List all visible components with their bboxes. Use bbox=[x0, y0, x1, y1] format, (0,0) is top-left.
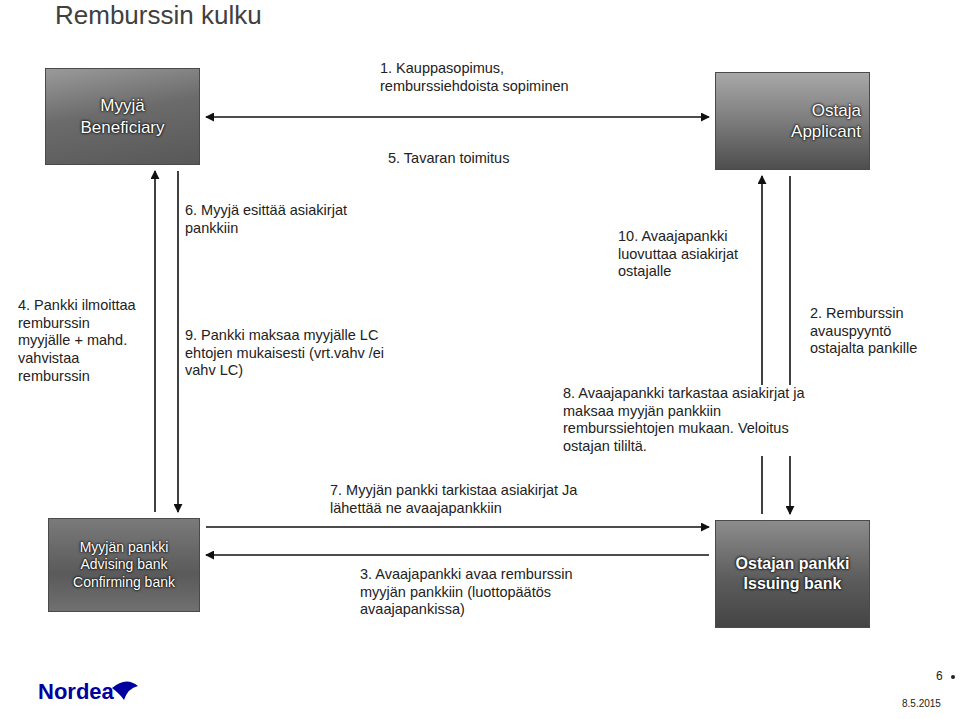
node-label: Beneficiary bbox=[54, 117, 191, 138]
page-number: 6 bbox=[936, 669, 950, 684]
step-label: 1. Kauppasopimus, remburssiehdoista sopi… bbox=[380, 60, 610, 95]
step-label: 9. Pankki maksaa myyjälle LC ehtojen muk… bbox=[185, 327, 400, 380]
step-label: 5. Tavaran toimitus bbox=[388, 150, 588, 168]
step-label: 4. Pankki ilmoittaa remburssin myyjälle … bbox=[18, 297, 140, 385]
node-label: Ostajan pankki bbox=[724, 554, 861, 574]
photo-box: Ostajan pankkiIssuing bank bbox=[715, 520, 870, 628]
node-label: Applicant bbox=[724, 121, 861, 142]
step-label: 3. Avaajapankki avaa remburssin myyjän p… bbox=[360, 566, 622, 619]
photo-box: Myyjän pankkiAdvising bankConfirming ban… bbox=[48, 518, 200, 612]
node-label: Myyjä bbox=[54, 95, 191, 116]
node-label: Advising bank bbox=[57, 556, 191, 574]
flow-arrow bbox=[206, 116, 709, 118]
node-label: Ostaja bbox=[724, 100, 861, 121]
flow-arrow bbox=[154, 171, 156, 512]
step-label: 2. Remburssin avauspyyntö ostajalta pank… bbox=[810, 305, 948, 358]
logo-text: Nordea bbox=[38, 679, 128, 706]
flow-arrow bbox=[789, 176, 791, 514]
node-label: Myyjän pankki bbox=[57, 539, 191, 557]
flow-arrow bbox=[177, 171, 179, 512]
date-text: 8.5.2015 bbox=[902, 698, 958, 710]
step-label: 8. Avaajapankki tarkastaa asiakirjat ja … bbox=[563, 385, 831, 456]
logo-swoosh bbox=[112, 681, 138, 700]
node-label: Confirming bank bbox=[57, 574, 191, 592]
step-label: 7. Myyjän pankki tarkistaa asiakirjat Ja… bbox=[330, 482, 620, 517]
step-label: 6. Myyjä esittää asiakirjat pankkiin bbox=[185, 202, 385, 237]
step-label: 10. Avaajapankki luovuttaa asiakirjat os… bbox=[618, 228, 756, 281]
photo-box: OstajaApplicant bbox=[715, 72, 870, 170]
photo-box: MyyjäBeneficiary bbox=[45, 68, 200, 165]
flow-arrow bbox=[206, 526, 709, 528]
flow-arrow bbox=[206, 554, 709, 556]
flow-arrow bbox=[761, 176, 763, 514]
node-label: Issuing bank bbox=[724, 574, 861, 594]
page-bullet bbox=[951, 675, 955, 679]
slide-title: Remburssin kulku bbox=[55, 0, 262, 31]
